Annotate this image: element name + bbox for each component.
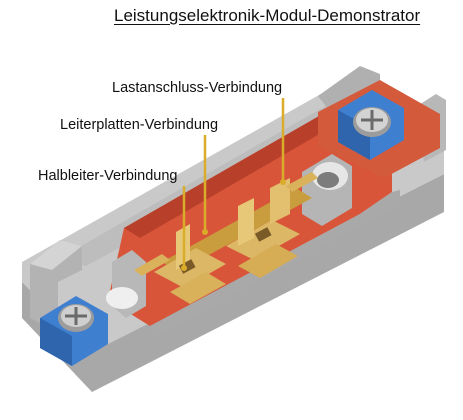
left-clip-top <box>30 240 82 270</box>
copper-tab-left <box>134 254 170 276</box>
callout-pcb-connection: Leiterplatten-Verbindung <box>60 117 219 133</box>
copper-pad-4 <box>238 244 298 278</box>
diagram-title: Leistungselektronik-Modul-Demonstrator <box>114 6 421 25</box>
copper-tab-right <box>286 172 318 192</box>
right-terminal-side <box>338 110 370 160</box>
callout-semiconductor-connection: Halbleiter-Verbindung <box>38 168 178 184</box>
leader-pcb-dot <box>202 229 208 235</box>
callout-load-connection: Lastanschluss-Verbindung <box>112 80 283 96</box>
screw-terminal-left-icon <box>58 304 94 332</box>
cavity-back-shade <box>124 104 354 238</box>
copper-riser-2 <box>238 198 254 246</box>
screw-terminal-right-icon <box>353 107 391 137</box>
leader-load-dot <box>280 179 286 185</box>
left-terminal-side <box>40 318 72 366</box>
copper-riser-3 <box>270 178 290 224</box>
right-round-cutout-shadow <box>317 172 339 188</box>
semiconductor-die-2 <box>254 227 272 242</box>
copper-pad-3 <box>226 220 300 260</box>
leader-semi-dot <box>181 265 187 271</box>
left-round-cutout <box>106 287 138 309</box>
copper-pad-2 <box>170 272 226 304</box>
